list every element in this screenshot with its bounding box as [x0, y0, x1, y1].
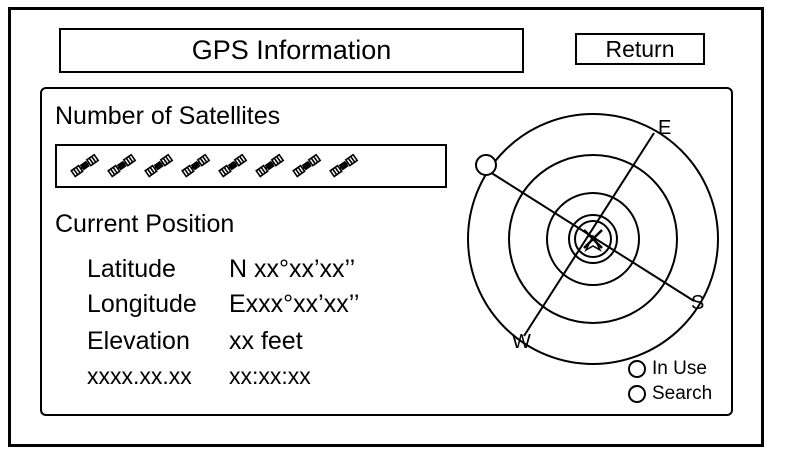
longitude-label: Longitude: [87, 290, 197, 318]
elevation-value: xx feet: [229, 327, 303, 355]
satellite-icon: [70, 153, 100, 178]
return-button[interactable]: Return: [575, 33, 705, 65]
gps-info-panel: [40, 87, 733, 416]
sky-ring-inner: [546, 192, 640, 286]
legend-search-icon: [628, 385, 646, 403]
sky-ring-center: [568, 214, 618, 264]
legend-in-use-icon: [628, 360, 646, 378]
satellite-icon: [255, 153, 285, 178]
satellite-icon: [107, 153, 137, 178]
latitude-value: N xx°xx’xx’’: [229, 255, 356, 283]
sky-ring-middle: [508, 154, 678, 324]
date-value: xxxx.xx.xx: [87, 363, 192, 389]
legend-in-use-label: In Use: [652, 358, 707, 379]
legend-in-use: In Use: [628, 358, 707, 380]
time-value: xx:xx:xx: [229, 363, 311, 389]
satellite-sky-plot: E S W: [467, 113, 719, 365]
satellites-heading: Number of Satellites: [55, 102, 281, 130]
elevation-label: Elevation: [87, 327, 190, 355]
satellite-icon: [181, 153, 211, 178]
sky-ring-outer: [467, 113, 719, 365]
heading-arrow-icon: [584, 234, 602, 252]
return-button-label: Return: [605, 35, 675, 62]
satellite-icon: [329, 153, 359, 178]
screen-frame: [8, 7, 764, 447]
satellite-icon: [292, 153, 322, 178]
compass-south-label: S: [691, 292, 704, 314]
legend-search: Search: [628, 383, 712, 405]
satellite-icon: [218, 153, 248, 178]
compass-east-label: E: [658, 117, 671, 139]
compass-west-label: W: [512, 331, 531, 353]
longitude-value: Exxx°xx’xx’’: [229, 290, 360, 318]
satellite-icon: [144, 153, 174, 178]
satellite-marker: [475, 154, 497, 176]
position-cross-icon: [583, 229, 603, 249]
satellite-count-display: [55, 144, 447, 188]
sky-ring-core: [574, 220, 612, 258]
latitude-label: Latitude: [87, 255, 176, 283]
current-position-heading: Current Position: [55, 210, 235, 238]
legend-search-label: Search: [652, 383, 713, 404]
page-title: GPS Information: [59, 28, 524, 73]
page-title-text: GPS Information: [191, 35, 392, 65]
